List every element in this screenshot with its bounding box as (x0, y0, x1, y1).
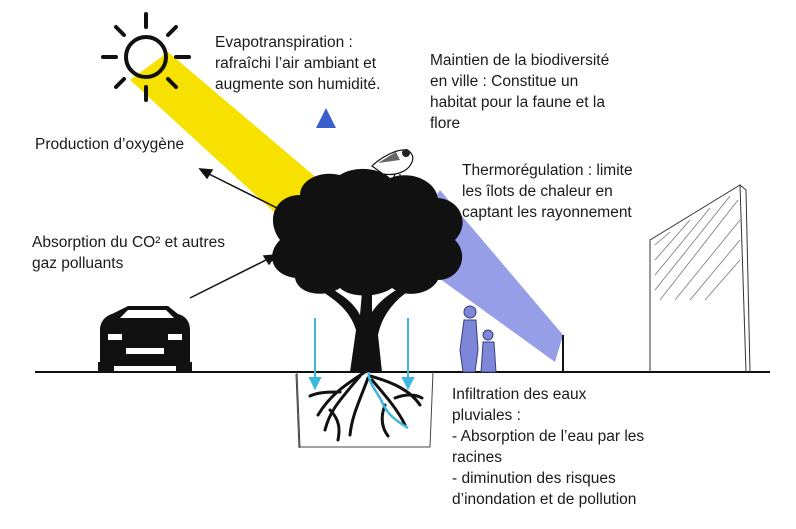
label-evapotranspiration-line2: rafraîchi l’air ambiant et (215, 55, 377, 72)
label-absorption-line2: gaz polluants (32, 255, 124, 272)
tree-icon (272, 168, 463, 296)
label-evapotranspiration: Evapotranspiration : rafraîchi l’air amb… (215, 32, 380, 95)
label-infiltration-line6: d’inondation et de pollution (452, 491, 637, 508)
sun-icon (101, 12, 191, 102)
label-evapotranspiration-line3: augmente son humidité. (215, 76, 381, 93)
label-biodiversite-line4: flore (430, 115, 461, 132)
oxygen-arrow (198, 168, 286, 213)
label-infiltration-line4: racines (452, 449, 502, 466)
sun-ray-beam (130, 52, 325, 222)
label-biodiversite-line2: en ville : Constitue un (430, 73, 579, 90)
bird-icon (371, 149, 414, 183)
absorption-arrow (189, 254, 278, 299)
person-icon (459, 305, 497, 373)
soil-pit (295, 371, 434, 449)
label-evapotranspiration-line1: Evapotranspiration : (215, 34, 353, 51)
evapo-arrow (316, 108, 336, 175)
label-thermoregulation: Thermorégulation : limite les îlots de c… (462, 160, 633, 223)
tree-trunk (320, 285, 410, 372)
water-arrows (308, 318, 415, 391)
label-thermoregulation-line3: captant les rayonnement (462, 204, 632, 221)
label-oxygene: Production d’oxygène (35, 134, 184, 155)
label-biodiversite: Maintien de la biodiversité en ville : C… (430, 50, 609, 134)
label-infiltration-line3: - Absorption de l’eau par les (452, 428, 645, 445)
car-icon (98, 306, 192, 372)
label-oxygene-text: Production d’oxygène (35, 136, 185, 153)
label-infiltration: Infiltration des eaux pluviales : - Abso… (452, 384, 644, 510)
label-biodiversite-line1: Maintien de la biodiversité (430, 52, 610, 69)
label-thermoregulation-line2: les îlots de chaleur en (462, 183, 613, 200)
label-infiltration-line5: - diminution des risques (452, 470, 616, 487)
label-absorption-line1: Absorption du CO² et autres (32, 234, 225, 251)
label-infiltration-line2: pluviales : (452, 407, 521, 424)
label-infiltration-line1: Infiltration des eaux (452, 386, 587, 403)
label-thermoregulation-line1: Thermorégulation : limite (462, 162, 633, 179)
tree-roots (308, 370, 424, 442)
label-absorption: Absorption du CO² et autres gaz polluant… (32, 232, 225, 274)
building-icon (649, 184, 751, 373)
label-biodiversite-line3: habitat pour la faune et la (430, 94, 605, 111)
